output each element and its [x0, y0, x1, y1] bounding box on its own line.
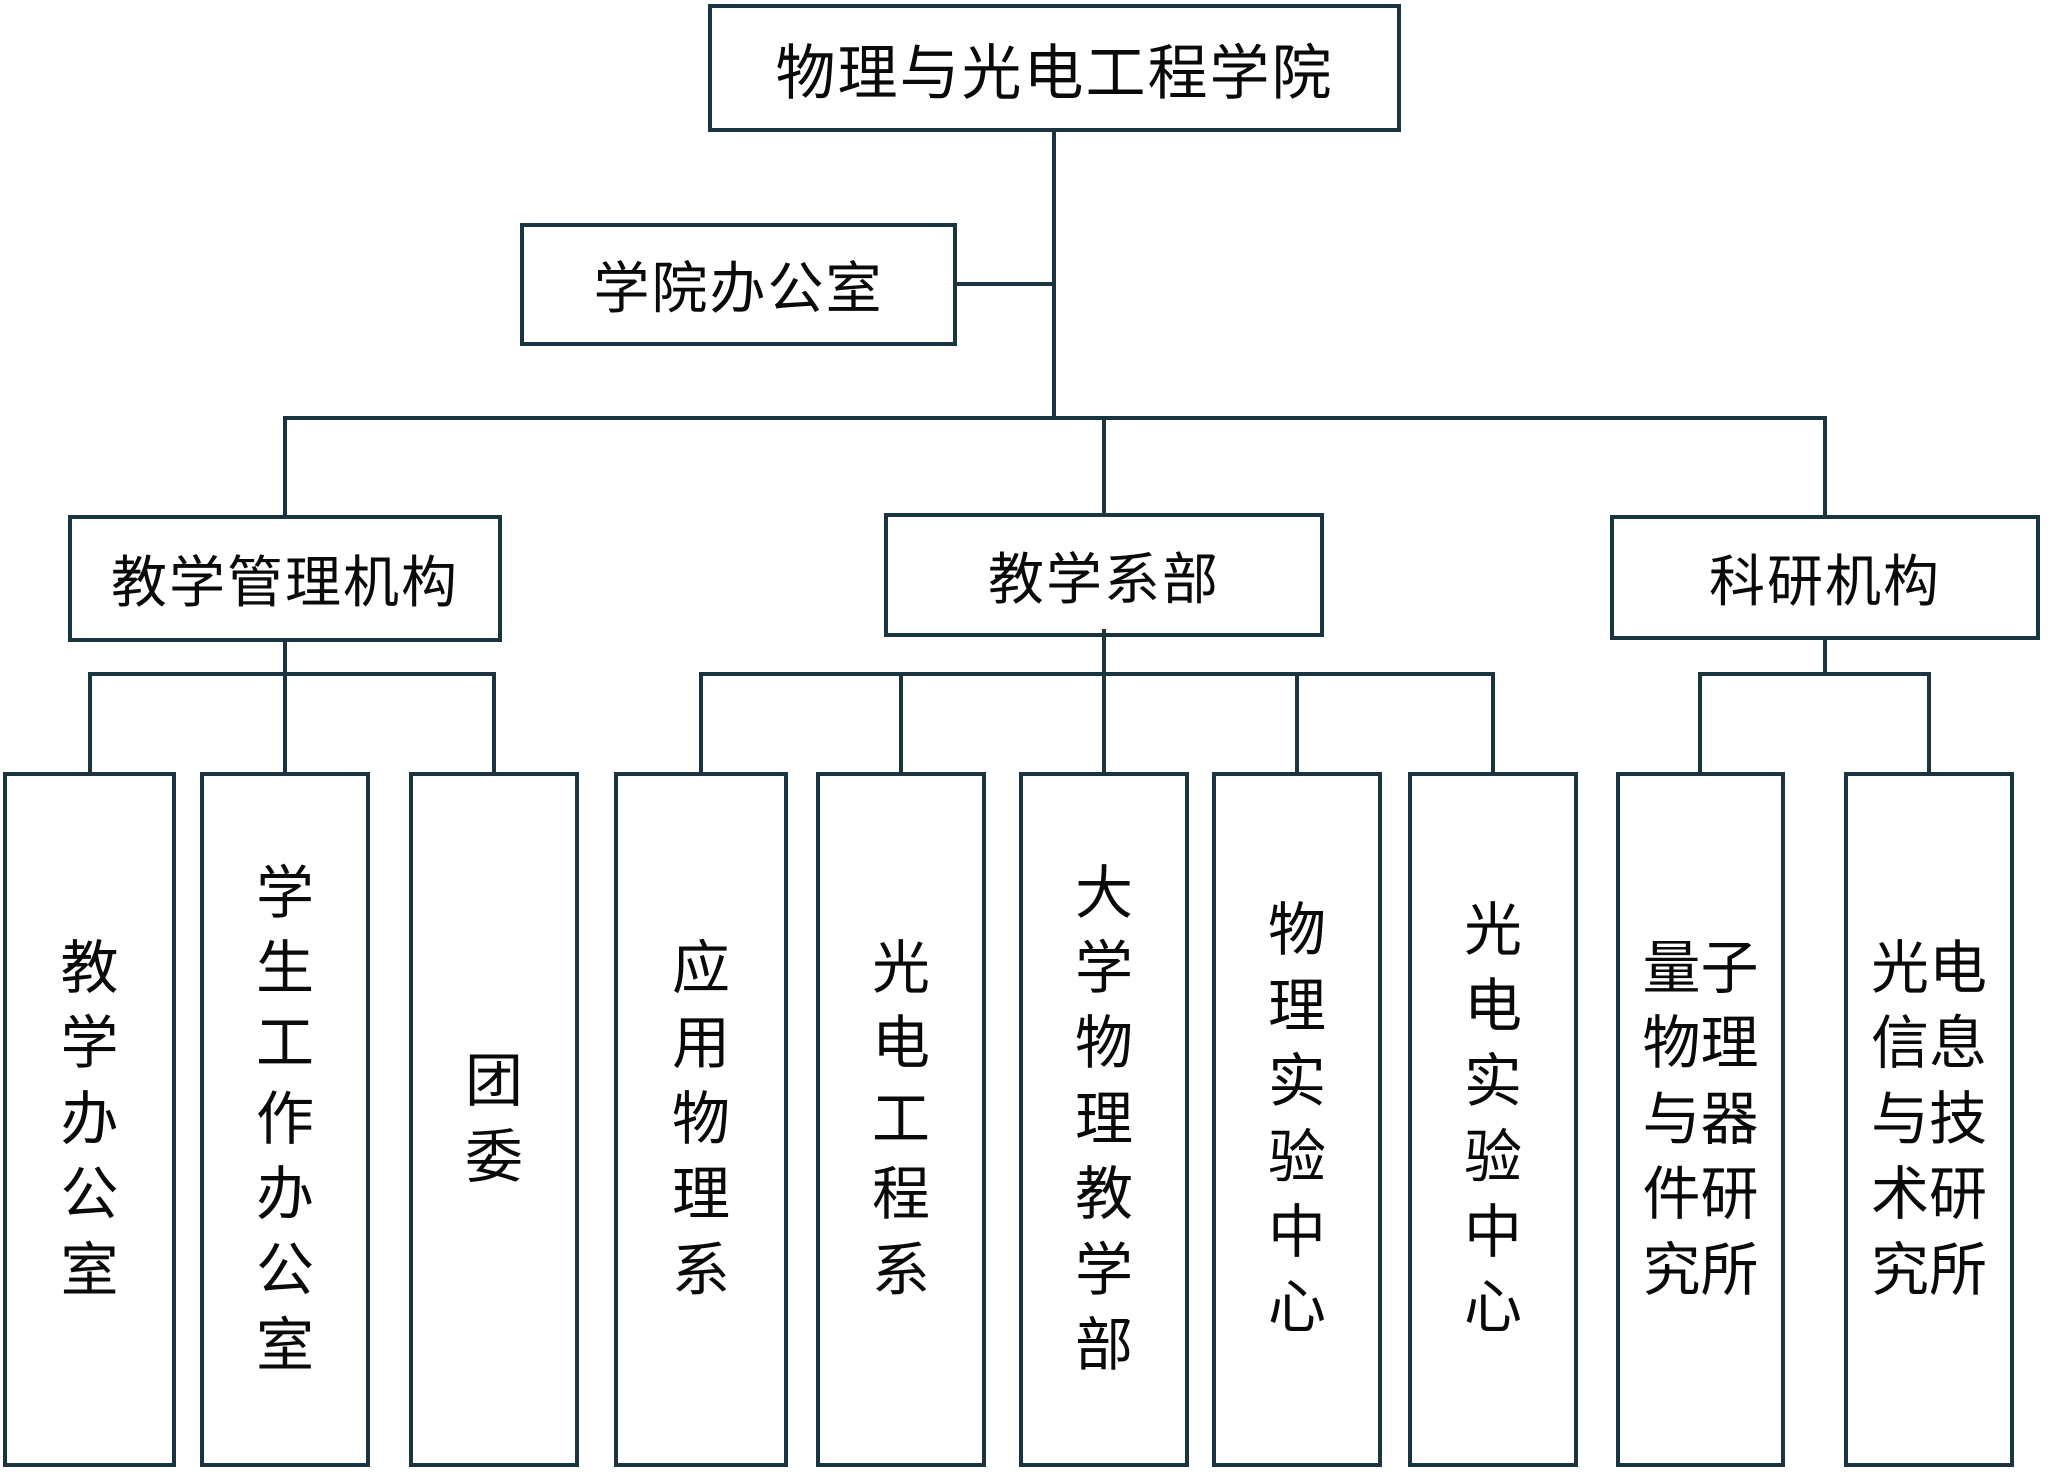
connector-g3-bus: [1698, 672, 1931, 676]
connector-g3-drop-1: [1698, 672, 1702, 772]
connector-g1-drop-3: [492, 672, 496, 772]
node-youth-league-committee: 团委: [409, 772, 579, 1467]
node-teaching-management-label: 教学管理机构: [111, 551, 459, 614]
node-student-affairs-office-label: 学生工作办公室: [256, 860, 315, 1378]
node-research-institutions-label: 科研机构: [1709, 550, 1941, 613]
connector-g2-bus: [699, 672, 1495, 676]
node-optoelectronic-info-tech-institute: 光电信息与技术研究所: [1844, 772, 2014, 1467]
node-optoelectronic-engineering-dept: 光电工程系: [816, 772, 986, 1467]
connector-g3-stub: [1823, 640, 1827, 676]
node-physics-experiment-center: 物理实验中心: [1212, 772, 1382, 1467]
connector-g2-drop-1: [699, 672, 703, 772]
node-teaching-management: 教学管理机构: [68, 515, 502, 642]
node-physics-experiment-center-label: 物理实验中心: [1268, 898, 1327, 1341]
node-college-root: 物理与光电工程学院: [708, 4, 1401, 132]
connector-level1-bus: [283, 416, 1825, 420]
connector-g1-bus: [88, 672, 496, 676]
node-applied-physics-dept: 应用物理系: [614, 772, 788, 1467]
connector-g2-drop-4: [1295, 672, 1299, 772]
connector-g1-vertical: [283, 642, 287, 772]
node-teaching-office: 教学办公室: [3, 772, 176, 1467]
node-college-office-label: 学院办公室: [593, 257, 884, 320]
node-university-physics-teaching-dept: 大学物理教学部: [1019, 772, 1189, 1467]
node-teaching-departments-label: 教学系部: [988, 547, 1220, 611]
node-optoelectronic-engineering-dept-label: 光电工程系: [872, 936, 931, 1303]
node-university-physics-teaching-dept-label: 大学物理教学部: [1075, 860, 1134, 1378]
connector-drop-teaching-departments: [1102, 416, 1106, 513]
connector-g1-drop-1: [88, 672, 92, 772]
connector-g2-vertical: [1102, 629, 1106, 772]
node-teaching-departments: 教学系部: [884, 513, 1324, 637]
connector-drop-research-institutions: [1823, 416, 1827, 515]
connector-g3-drop-2: [1927, 672, 1931, 772]
connector-drop-teaching-management: [283, 416, 287, 515]
node-quantum-physics-devices-institute: 量子物理与器件研究所: [1616, 772, 1785, 1467]
connector-g2-drop-5: [1491, 672, 1495, 772]
connector-root-trunk: [1052, 132, 1056, 420]
node-applied-physics-dept-label: 应用物理系: [672, 936, 731, 1303]
node-college-office: 学院办公室: [520, 223, 957, 346]
node-student-affairs-office: 学生工作办公室: [200, 772, 370, 1467]
node-research-institutions: 科研机构: [1610, 515, 2040, 640]
connector-g2-drop-2: [899, 672, 903, 772]
node-optoelectronic-experiment-center-label: 光电实验中心: [1464, 898, 1523, 1341]
node-youth-league-committee-label: 团委: [465, 1049, 524, 1190]
node-optoelectronic-info-tech-institute-label: 光电信息与技术研究所: [1871, 936, 1988, 1303]
node-teaching-office-label: 教学办公室: [60, 936, 119, 1303]
node-college-root-label: 物理与光电工程学院: [775, 39, 1334, 107]
node-quantum-physics-devices-institute-label: 量子物理与器件研究所: [1642, 936, 1759, 1303]
connector-office-link: [957, 282, 1054, 286]
node-optoelectronic-experiment-center: 光电实验中心: [1408, 772, 1578, 1467]
